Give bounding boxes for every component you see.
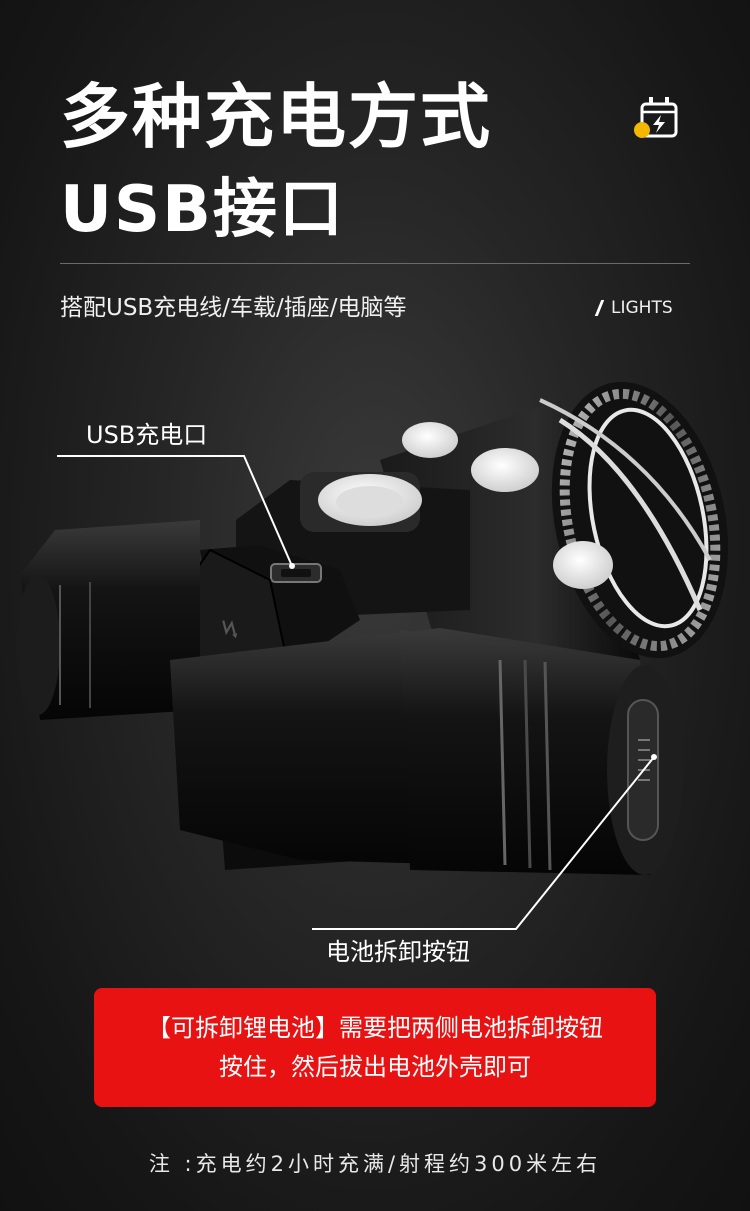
battery-button-label: 电池拆卸按钮 — [326, 938, 470, 966]
brand-text: LIGHTS — [611, 298, 673, 318]
usb-port-label: USB充电口 — [86, 421, 208, 449]
removable-battery-notice: 【可拆卸锂电池】需要把两侧电池拆卸按钮 按住，然后拔出电池外壳即可 — [94, 988, 656, 1107]
footnote: 注 :充电约2小时充满/射程约300米左右 — [148, 1152, 602, 1176]
headline-line-1: 多种充电方式 — [60, 76, 492, 158]
headline-line-2: USB接口 — [60, 173, 345, 247]
brand-label: LIGHTS — [594, 298, 673, 318]
header-divider — [60, 263, 690, 264]
notice-line-1: 【可拆卸锂电池】需要把两侧电池拆卸按钮 — [147, 1014, 603, 1043]
compatibility-text: 搭配USB充电线/车载/插座/电脑等 — [60, 295, 407, 321]
notice-line-2: 按住，然后拔出电池外壳即可 — [219, 1052, 531, 1081]
slash-icon — [594, 300, 605, 316]
battery-charging-icon — [634, 97, 678, 138]
